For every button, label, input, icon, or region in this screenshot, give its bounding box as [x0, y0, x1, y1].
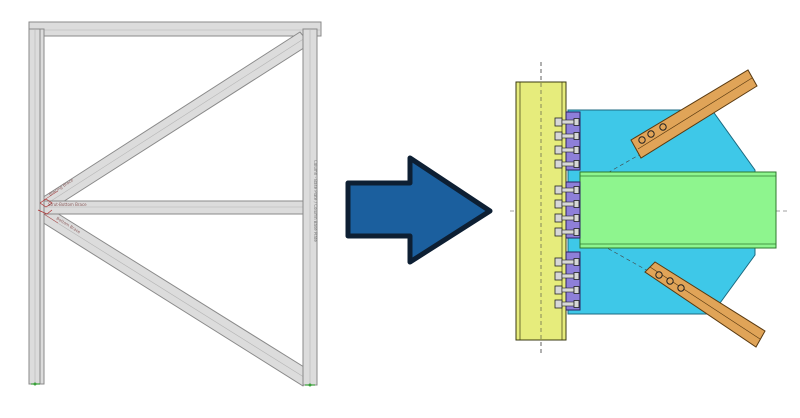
- right-base-mark: [305, 383, 315, 387]
- upper-brace-member: [630, 69, 758, 159]
- left-column-flange: [39, 28, 45, 385]
- column-member: [515, 62, 567, 355]
- transition-arrow: [345, 155, 493, 265]
- column-bolt: [554, 131, 580, 141]
- lower-brace-bolt-1: [655, 271, 663, 279]
- left-connection-node: [37, 190, 59, 224]
- upper-brace-bolt-1: [638, 136, 646, 144]
- upper-brace-bolt-3: [659, 123, 667, 131]
- lower-brace-bolt-3: [677, 284, 685, 292]
- column-bolt: [554, 257, 580, 267]
- left-base-mark: [31, 382, 40, 386]
- column-bolt: [554, 285, 580, 295]
- lower-brace-bolt-2: [666, 277, 674, 285]
- column-bolt: [554, 159, 580, 169]
- connection-detail: [510, 62, 790, 355]
- top-beam: [28, 21, 322, 37]
- beam-member: [579, 171, 777, 249]
- upper-clip-angle: [565, 111, 581, 171]
- column-bolt: [554, 185, 580, 195]
- upper-brace-bolt-2: [647, 130, 655, 138]
- middle-clip-angle: [565, 181, 581, 239]
- column-bolt: [554, 227, 580, 237]
- column-bolt: [554, 199, 580, 209]
- lower-clip-angle: [565, 251, 581, 311]
- right-column-label: Column - Base Plate / Column Base Plate: [313, 160, 318, 242]
- column-bolt: [554, 299, 580, 309]
- column-bolt: [554, 271, 580, 281]
- column-bolt-group: [554, 117, 580, 309]
- column-bolt: [554, 213, 580, 223]
- strut-label: Strut-Bottom Brace: [48, 202, 87, 207]
- braced-frame-elevation: Bracing Brace Strut-Bottom Brace Bottom …: [28, 21, 322, 387]
- lower-brace-member: [644, 261, 766, 348]
- column-bolt: [554, 117, 580, 127]
- column-bolt: [554, 145, 580, 155]
